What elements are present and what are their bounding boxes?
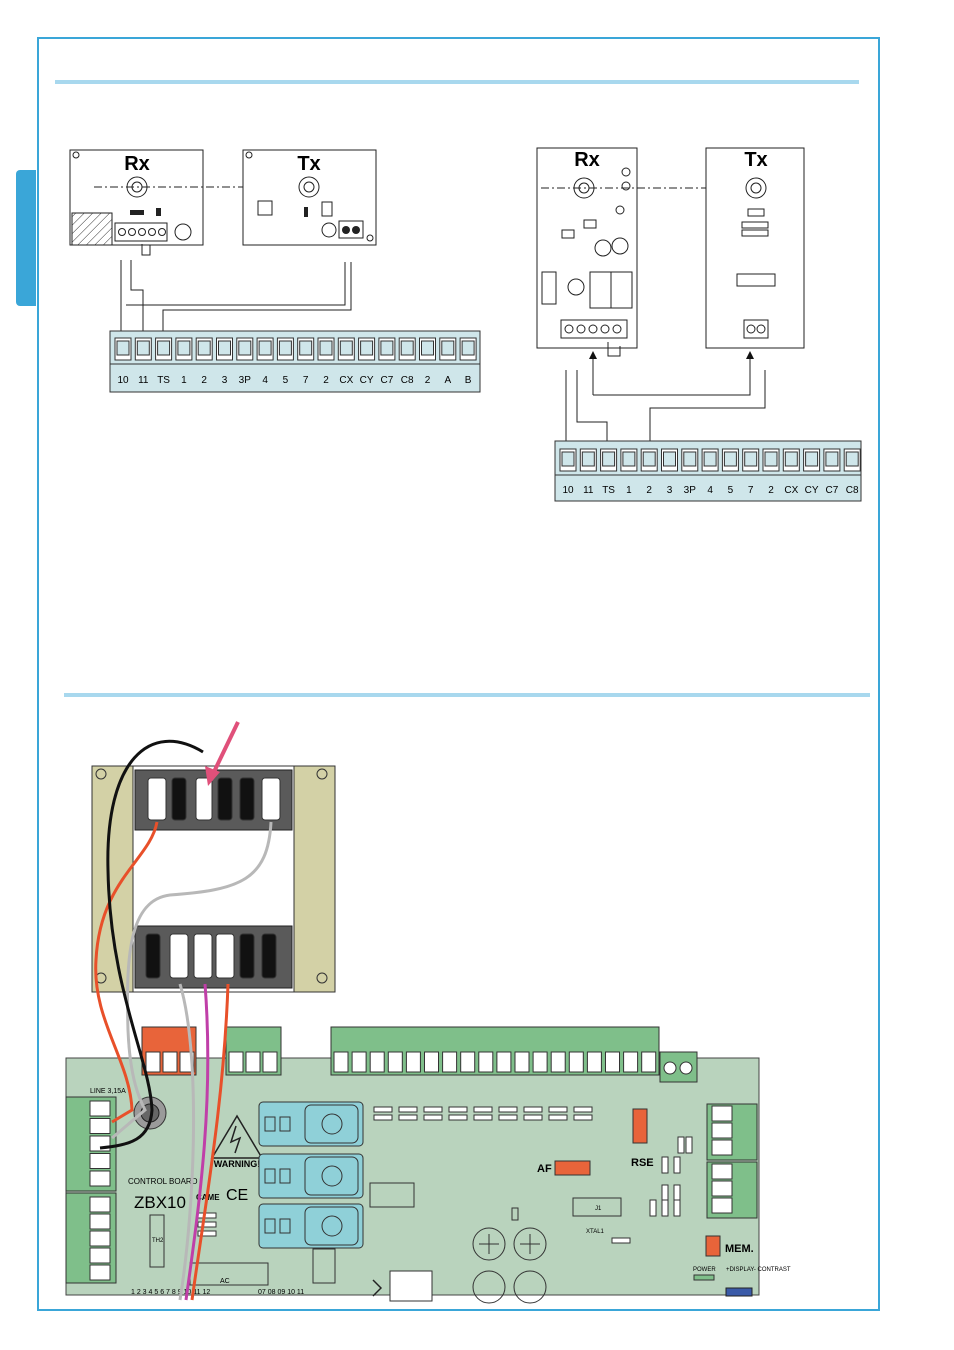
strip-b-terminal-label: C7 [826, 485, 839, 496]
strip-b-terminal-label: C8 [846, 485, 859, 496]
strip-b-terminal-label: 3P [684, 485, 697, 496]
terminal-strip-a: 10 11 TS 1 2 3 3P 4 5 7 2 CX CY C7 C8 2 A B [110, 331, 480, 392]
model-label: ZBX10 [134, 1193, 186, 1212]
strip-a-terminal-label: 2 [201, 375, 207, 386]
tx-label-b: Tx [744, 149, 767, 171]
warning-label: WARNING! [214, 1159, 261, 1169]
terminal-strip-b: 10 11 TS 1 2 3 3P 4 5 7 2 CX CY C7 C8 [555, 441, 861, 501]
strip-a-terminal-label: 11 [138, 375, 149, 386]
af-label: AF [537, 1163, 552, 1175]
strip-a-terminal-label: 2 [425, 375, 431, 386]
strip-b-terminal-label: 10 [562, 485, 574, 496]
strip-b-terminal-label: 11 [583, 485, 594, 496]
line-label: LINE 3,15A [90, 1088, 126, 1095]
strip-b-terminal-label: 2 [768, 485, 774, 496]
strip-a-terminal-label: C7 [381, 375, 394, 386]
rse-label: RSE [631, 1157, 654, 1169]
strip-a-terminal-label: C8 [401, 375, 414, 386]
strip-b-terminal-label: 3 [667, 485, 673, 496]
strip-b-terminal-label: CX [784, 485, 798, 496]
strip-a-terminal-label: TS [157, 375, 170, 386]
diagram-a: Rx Tx [70, 150, 480, 392]
ac-label: AC [220, 1278, 230, 1285]
strip-b-terminal-label: 1 [626, 485, 632, 496]
tx-board-b: Tx [706, 148, 804, 348]
wires-a [121, 244, 351, 338]
strip-a-terminal-label: 3P [239, 375, 252, 386]
strip-a-terminal-label: 4 [262, 375, 268, 386]
strip-b-terminal-label: 7 [748, 485, 754, 496]
control-board-label: CONTROL BOARD [128, 1177, 198, 1186]
bottom-terminals: 1 2 3 4 5 6 7 8 9 10 11 12 [131, 1289, 210, 1296]
strip-a-terminal-label: 10 [117, 375, 129, 386]
strip-a-terminal-label: B [465, 375, 472, 386]
strip-b-terminal-label: 5 [728, 485, 734, 496]
strip-b-terminal-label: CY [805, 485, 819, 496]
rx-label-b: Rx [574, 149, 600, 171]
tx-label-a: Tx [297, 153, 320, 175]
strip-a-terminal-label: CY [360, 375, 374, 386]
power-label: POWER [693, 1267, 716, 1273]
strip-a-terminal-label: 1 [181, 375, 187, 386]
strip-b-terminal-label: TS [602, 485, 615, 496]
th2-label: TH2 [152, 1238, 164, 1244]
bottom-terminals-2: 07 08 09 10 11 [258, 1289, 304, 1296]
xtal-label: XTAL1 [586, 1229, 605, 1235]
ce-label: CE [226, 1187, 248, 1204]
control-board-illustration: LINE 3,15A WARNING! CONTROL BOARD ZBX10 … [66, 722, 791, 1303]
strip-a-terminal-label: CX [339, 375, 353, 386]
strip-a-terminal-label: 2 [323, 375, 329, 386]
tx-board-a: Tx [243, 150, 376, 245]
diagram-b: Rx Tx [537, 148, 861, 501]
display-contrast-label: +DISPLAY- CONTRAST [726, 1267, 791, 1273]
strip-a-terminal-label: 3 [222, 375, 228, 386]
strip-a-terminal-label: A [444, 375, 451, 386]
strip-b-terminal-label: 4 [707, 485, 713, 496]
strip-a-terminal-label: 5 [283, 375, 289, 386]
strip-a-terminal-label: 7 [303, 375, 309, 386]
strip-b-terminal-label: 2 [646, 485, 652, 496]
mem-label: MEM. [725, 1243, 754, 1255]
j1-label: J1 [595, 1206, 602, 1212]
rx-label-a: Rx [124, 153, 150, 175]
